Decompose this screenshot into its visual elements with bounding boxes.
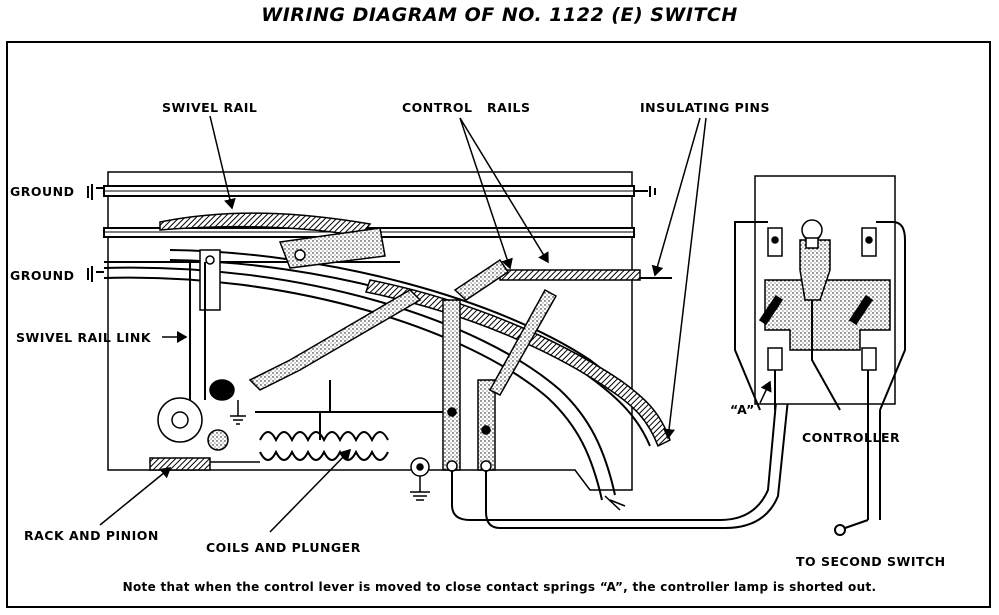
wiring-harness — [451, 277, 791, 529]
label-insulating-pins: INSULATING PINS — [640, 100, 770, 115]
label-controller: CONTROLLER — [802, 430, 901, 445]
label-rack-and-pinion: RACK AND PINION — [24, 528, 159, 543]
label-ground-second: GROUND — [10, 268, 75, 283]
label-ground-top: GROUND — [10, 184, 75, 199]
leader-lines — [99, 115, 772, 533]
switch-base-plate — [107, 171, 633, 491]
label-control-rails: CONTROL RAILS — [402, 100, 531, 115]
ground-symbols — [230, 400, 626, 511]
footnote: Note that when the control lever is move… — [122, 580, 877, 594]
diagram-title: WIRING DIAGRAM OF NO. 1122 (E) SWITCH — [261, 4, 738, 26]
label-swivel-rail-link: SWIVEL RAIL LINK — [16, 330, 152, 345]
ground-terminal — [410, 457, 430, 501]
diagram-frame — [6, 41, 991, 608]
control-rail-short — [499, 269, 641, 281]
rack-and-pinion — [149, 397, 260, 471]
ground-pins — [87, 184, 656, 282]
lamp-icon — [801, 219, 823, 249]
label-contact-a: “A” — [730, 402, 755, 417]
label-coils-and-plunger: COILS AND PLUNGER — [206, 540, 361, 555]
label-to-second-switch: TO SECOND SWITCH — [796, 554, 946, 569]
coils-and-plunger — [255, 380, 455, 461]
label-swivel-rail: SWIVEL RAIL — [162, 100, 258, 115]
controller-box — [754, 175, 896, 405]
terminal-strips — [442, 258, 558, 472]
swivel-rail-link — [189, 262, 206, 420]
controller-wiring — [734, 221, 906, 536]
